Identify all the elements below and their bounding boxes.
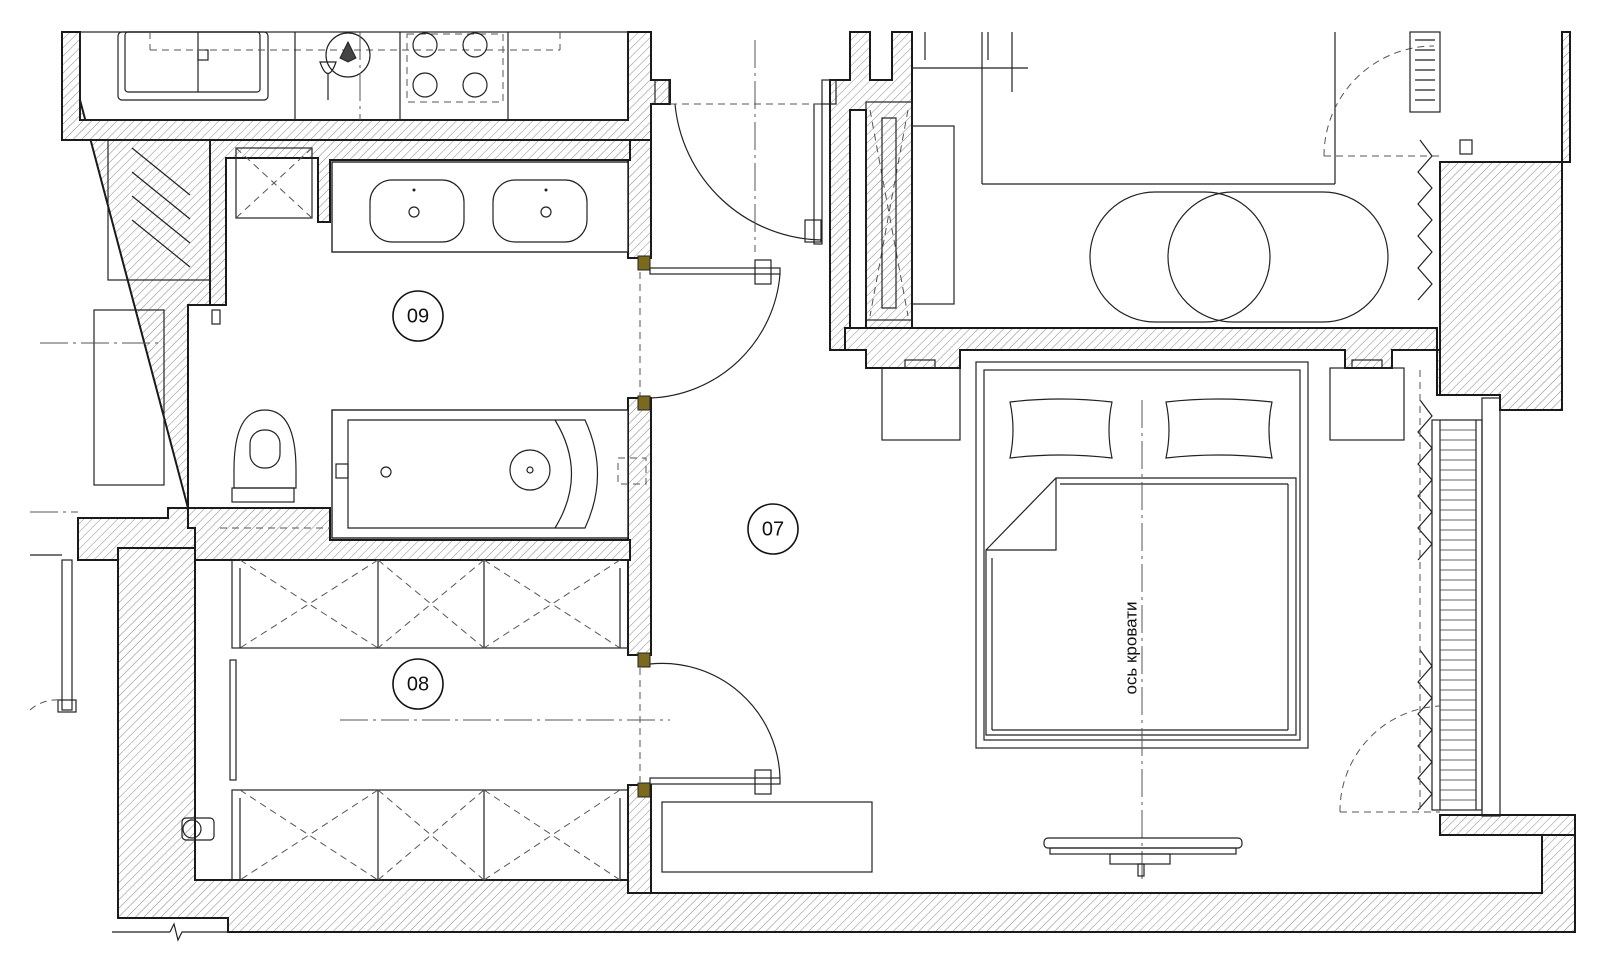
closet-wall: [829, 31, 1346, 351]
bath-bottom-wall: [187, 507, 631, 561]
bedroom: [661, 359, 1501, 880]
corridor-wall-2: [627, 397, 652, 656]
walls: [61, 31, 1576, 933]
east-wall-upper: [1439, 161, 1563, 411]
room-tag-07: 07: [747, 503, 799, 555]
east-wall-lower: [1439, 814, 1576, 836]
bed-axis-label: ось кровати: [1121, 601, 1140, 694]
east-wall-top: [1561, 31, 1571, 163]
wardrobe-room: [181, 559, 670, 881]
east-pier: [1436, 349, 1441, 396]
kitchen: [79, 31, 629, 121]
bathroom: [211, 161, 647, 539]
exterior-door: [29, 511, 228, 942]
room-tag-09: 09: [392, 290, 444, 342]
room-number-08: 08: [407, 673, 429, 695]
kitchen-wall: [61, 31, 671, 141]
room-number-07: 07: [762, 518, 784, 540]
room-tag-08: 08: [392, 658, 444, 710]
north-room: [865, 31, 1473, 323]
left-cabinet: [40, 139, 313, 486]
west-wall: [61, 31, 211, 561]
corridor-wall-3: [627, 784, 652, 894]
bath-top-wall: [209, 139, 631, 306]
room-number-09: 09: [407, 305, 429, 327]
south-wall: [117, 547, 1576, 933]
doors: [637, 40, 837, 798]
corridor-wall-1: [627, 139, 652, 259]
